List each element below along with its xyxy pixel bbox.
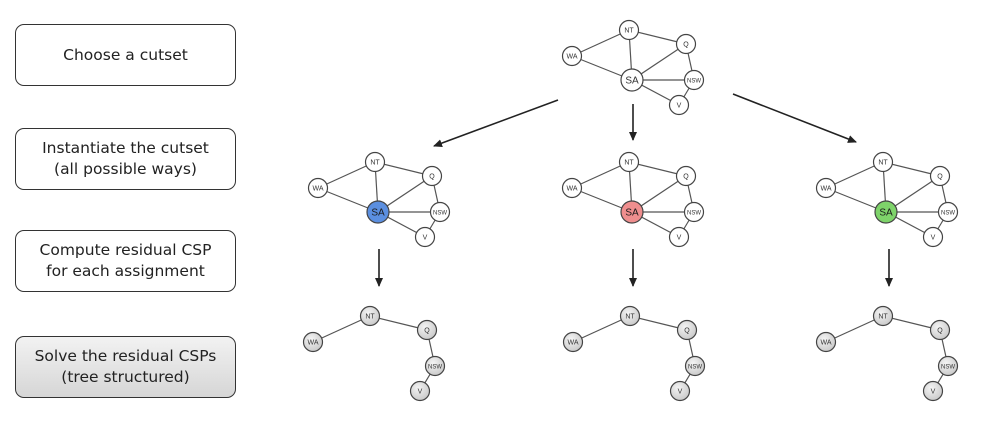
node-v	[669, 380, 691, 402]
node-nt	[364, 151, 386, 173]
node-label-v: V	[423, 235, 428, 242]
node-v	[668, 226, 690, 248]
node-nsw	[429, 201, 451, 223]
node-label-v: V	[418, 389, 423, 396]
node-label-q: Q	[683, 174, 689, 181]
node-nsw	[424, 355, 446, 377]
node-nt	[872, 151, 894, 173]
node-label-nt: NT	[365, 314, 375, 321]
step-box-compute-residual: Compute residual CSP for each assignment	[15, 230, 236, 292]
node-v	[414, 226, 436, 248]
edge-wa-nt	[825, 161, 884, 189]
edge-wa-nt	[825, 315, 884, 343]
node-wa	[302, 331, 324, 353]
node-q	[929, 319, 951, 341]
edge-wa-nt	[317, 161, 376, 189]
node-label-wa: WA	[820, 186, 831, 193]
node-label-nsw: NSW	[688, 365, 702, 371]
node-label-nsw: NSW	[687, 79, 701, 85]
node-v	[668, 94, 690, 116]
edge-wa-nt	[312, 315, 371, 343]
edge-wa-nt	[571, 29, 630, 57]
node-q	[675, 165, 697, 187]
node-q	[416, 319, 438, 341]
node-wa	[815, 331, 837, 353]
node-label-v: V	[677, 235, 682, 242]
node-nt	[359, 305, 381, 327]
node-q	[929, 165, 951, 187]
node-nt	[872, 305, 894, 327]
node-nsw	[937, 201, 959, 223]
node-label-nt: NT	[878, 160, 888, 167]
step-box-instantiate-cutset: Instantiate the cutset (all possible way…	[15, 128, 236, 190]
node-nsw	[684, 355, 706, 377]
node-label-q: Q	[937, 174, 943, 181]
node-label-nt: NT	[625, 314, 635, 321]
node-label-v: V	[931, 389, 936, 396]
node-label-nsw: NSW	[433, 211, 447, 217]
node-label-v: V	[931, 235, 936, 242]
edge-wa-nt	[572, 315, 631, 343]
node-label-q: Q	[683, 42, 689, 49]
step-box-solve-residual: Solve the residual CSPs (tree structured…	[15, 336, 236, 398]
node-label-nsw: NSW	[428, 365, 442, 371]
residual-tree-tree-blue: WA NT Q NSW V	[302, 305, 446, 402]
constraint-graph-assign-green: WA NT Q SA NSW V	[815, 151, 959, 248]
node-label-sa: SA	[879, 208, 893, 219]
node-label-q: Q	[684, 328, 690, 335]
node-label-wa: WA	[820, 340, 831, 347]
node-label-q: Q	[424, 328, 430, 335]
node-wa	[561, 45, 583, 67]
node-label-sa: SA	[625, 208, 639, 219]
node-wa	[815, 177, 837, 199]
node-sa	[366, 200, 390, 224]
node-label-wa: WA	[307, 340, 318, 347]
node-label-nt: NT	[624, 160, 634, 167]
node-label-nsw: NSW	[941, 365, 955, 371]
node-label-sa: SA	[371, 208, 385, 219]
node-sa	[874, 200, 898, 224]
node-nt	[619, 305, 641, 327]
node-v	[409, 380, 431, 402]
constraint-graph-original: WA NT Q SA NSW V	[561, 19, 705, 116]
node-label-wa: WA	[312, 186, 323, 193]
constraint-graph-assign-blue: WA NT Q SA NSW V	[307, 151, 451, 248]
node-label-q: Q	[429, 174, 435, 181]
node-label-nt: NT	[624, 28, 634, 35]
arrow-to-blue-assignment	[433, 99, 559, 147]
node-nsw	[937, 355, 959, 377]
node-sa	[620, 68, 644, 92]
node-label-nsw: NSW	[687, 211, 701, 217]
node-v	[922, 380, 944, 402]
node-wa	[562, 331, 584, 353]
constraint-graph-assign-red: WA NT Q SA NSW V	[561, 151, 705, 248]
node-label-v: V	[677, 103, 682, 110]
node-nt	[618, 19, 640, 41]
residual-tree-tree-red: WA NT Q NSW V	[562, 305, 706, 402]
node-v	[922, 226, 944, 248]
node-label-wa: WA	[566, 54, 577, 61]
node-label-nsw: NSW	[941, 211, 955, 217]
node-label-nt: NT	[878, 314, 888, 321]
node-wa	[561, 177, 583, 199]
node-label-wa: WA	[566, 186, 577, 193]
node-label-wa: WA	[567, 340, 578, 347]
edge-wa-nt	[571, 161, 630, 189]
node-sa	[620, 200, 644, 224]
node-q	[676, 319, 698, 341]
node-q	[421, 165, 443, 187]
node-label-nt: NT	[370, 160, 380, 167]
node-label-q: Q	[937, 328, 943, 335]
step-box-choose-cutset: Choose a cutset	[15, 24, 236, 86]
node-nsw	[683, 201, 705, 223]
node-label-v: V	[678, 389, 683, 396]
residual-tree-tree-green: WA NT Q NSW V	[815, 305, 959, 402]
node-label-sa: SA	[625, 76, 639, 87]
arrow-to-green-assignment	[732, 93, 857, 143]
node-nsw	[683, 69, 705, 91]
node-q	[675, 33, 697, 55]
node-wa	[307, 177, 329, 199]
node-nt	[618, 151, 640, 173]
